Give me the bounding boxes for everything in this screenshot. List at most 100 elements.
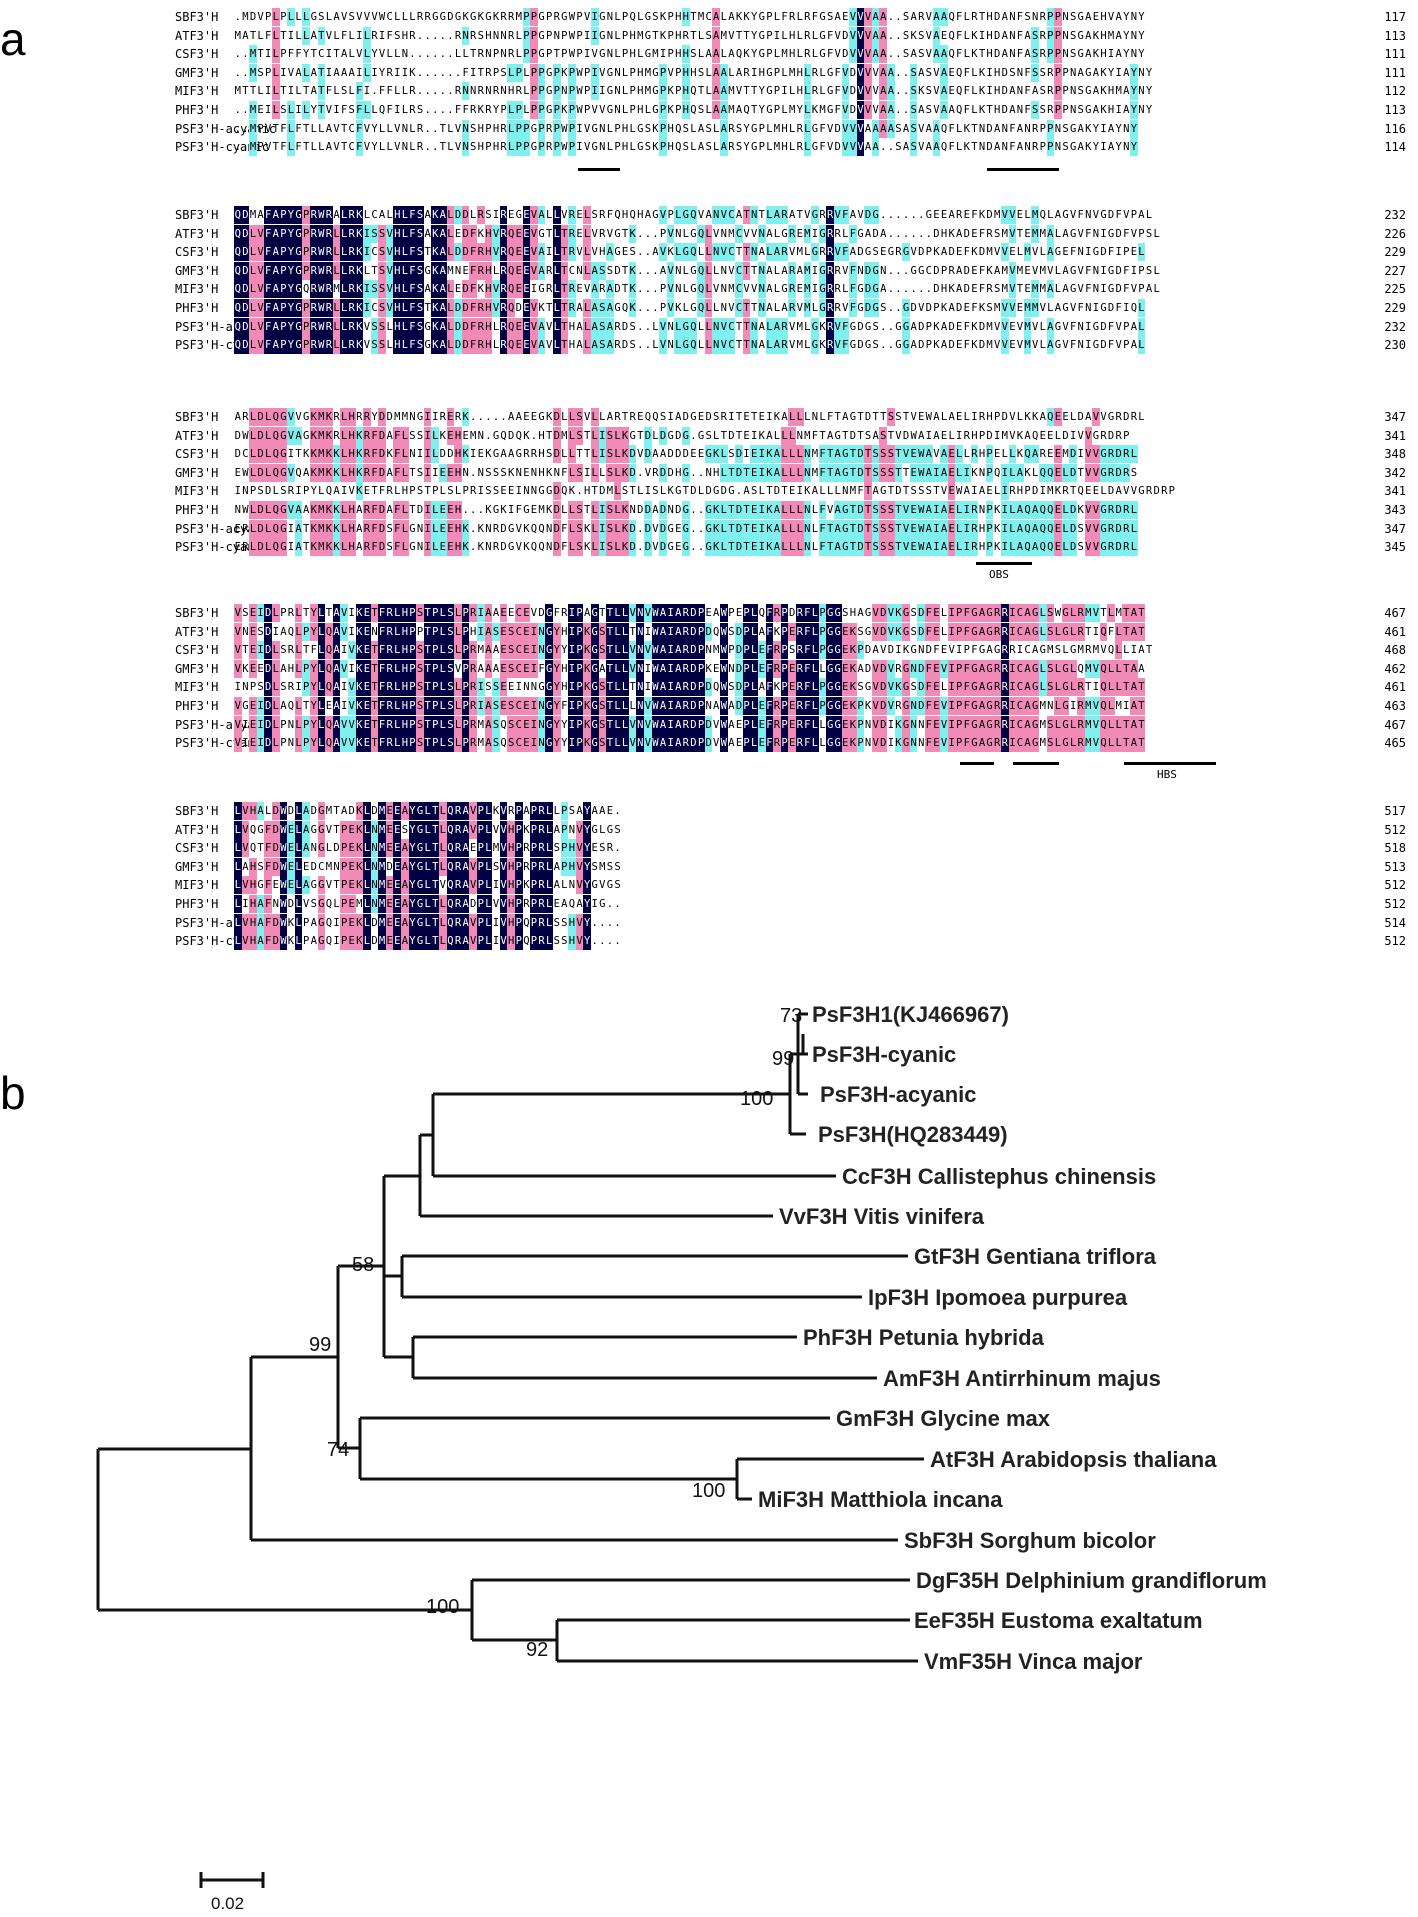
residue: I bbox=[340, 681, 348, 694]
residue: W bbox=[317, 206, 326, 224]
residue: A bbox=[340, 48, 348, 61]
residue: L bbox=[401, 243, 409, 262]
taxon-label: AtF3H Arabidopsis thaliana bbox=[930, 1447, 1217, 1472]
residue: A bbox=[1023, 659, 1032, 678]
residue: T bbox=[766, 485, 773, 498]
residue: N bbox=[568, 823, 576, 836]
residue: N bbox=[705, 466, 712, 479]
residue: F bbox=[386, 85, 393, 98]
residue: . bbox=[424, 66, 431, 79]
residue: L bbox=[294, 820, 303, 839]
residue: F bbox=[834, 104, 841, 116]
residue: A bbox=[461, 876, 470, 895]
residue: F bbox=[818, 445, 827, 464]
residue: G bbox=[811, 206, 819, 224]
residue: . bbox=[447, 66, 454, 79]
residue: I bbox=[1115, 104, 1122, 116]
residue: A bbox=[599, 805, 606, 817]
residue: T bbox=[431, 820, 440, 839]
residue: S bbox=[606, 426, 614, 445]
residue: E bbox=[932, 715, 941, 734]
residue: R bbox=[309, 243, 318, 262]
residue: E bbox=[347, 820, 356, 839]
residue: I bbox=[492, 916, 500, 929]
residue: M bbox=[994, 209, 1001, 221]
residue: Y bbox=[287, 224, 295, 243]
residue: L bbox=[773, 11, 781, 23]
residue: D bbox=[416, 504, 424, 516]
residue: E bbox=[522, 715, 531, 734]
residue: M bbox=[1115, 85, 1122, 98]
residue: N bbox=[675, 264, 682, 277]
residue: F bbox=[378, 485, 386, 498]
residue: I bbox=[272, 625, 279, 638]
residue: P bbox=[780, 622, 789, 641]
residue: Q bbox=[1099, 715, 1108, 734]
residue: I bbox=[530, 622, 538, 641]
residue: L bbox=[613, 715, 622, 734]
residue: L bbox=[439, 802, 447, 820]
residue: A bbox=[674, 697, 683, 715]
residue: T bbox=[370, 734, 379, 753]
residue: I bbox=[530, 715, 538, 734]
residue: E bbox=[523, 466, 530, 479]
residue: M bbox=[644, 85, 652, 98]
residue: G bbox=[644, 29, 652, 42]
residue: K bbox=[461, 519, 470, 538]
residue: I bbox=[963, 538, 971, 557]
residue: G bbox=[424, 320, 431, 333]
residue: L bbox=[788, 85, 796, 98]
residue: F bbox=[1085, 283, 1092, 296]
residue: P bbox=[514, 119, 523, 138]
residue: L bbox=[583, 336, 591, 355]
residue: R bbox=[363, 538, 371, 557]
residue: T bbox=[727, 538, 736, 557]
residue: L bbox=[819, 737, 826, 750]
residue: E bbox=[508, 209, 515, 221]
residue: A bbox=[712, 26, 720, 45]
residue: L bbox=[340, 280, 348, 299]
residue: F bbox=[378, 697, 386, 715]
residue: L bbox=[271, 63, 280, 82]
residue: K bbox=[477, 522, 484, 535]
residue: . bbox=[895, 283, 902, 296]
residue: L bbox=[568, 463, 576, 482]
residue: M bbox=[1023, 317, 1032, 336]
residue: D bbox=[659, 463, 667, 482]
sequence-name: GMF3'H bbox=[175, 859, 219, 874]
residue: E bbox=[234, 541, 241, 554]
residue: I bbox=[963, 463, 971, 482]
residue: N bbox=[537, 641, 546, 660]
residue: K bbox=[309, 501, 318, 519]
residue: C bbox=[1016, 697, 1024, 715]
residue: V bbox=[1062, 339, 1069, 352]
residue: . bbox=[880, 209, 887, 221]
residue: F bbox=[834, 66, 841, 79]
residue: V bbox=[1016, 320, 1024, 333]
residue: Q bbox=[378, 104, 386, 116]
residue: P bbox=[667, 209, 674, 221]
residue: P bbox=[537, 138, 546, 157]
residue: F bbox=[264, 857, 272, 876]
residue: T bbox=[560, 280, 569, 299]
residue: S bbox=[895, 122, 902, 135]
residue: I bbox=[1069, 429, 1077, 442]
residue: R bbox=[682, 697, 690, 715]
residue: V bbox=[849, 26, 857, 45]
residue: L bbox=[271, 734, 280, 753]
residue: D bbox=[689, 678, 698, 697]
residue: E bbox=[947, 482, 956, 501]
residue: P bbox=[280, 11, 287, 23]
residue: P bbox=[530, 82, 538, 101]
residue: E bbox=[757, 641, 766, 660]
residue: P bbox=[742, 659, 751, 678]
residue: R bbox=[956, 209, 963, 221]
residue: A bbox=[1123, 85, 1130, 98]
residue: L bbox=[1008, 501, 1017, 519]
residue: Q bbox=[234, 280, 242, 299]
residue: V bbox=[234, 604, 242, 622]
residue: K bbox=[332, 463, 341, 482]
residue: G bbox=[667, 429, 674, 442]
residue: P bbox=[856, 715, 865, 734]
